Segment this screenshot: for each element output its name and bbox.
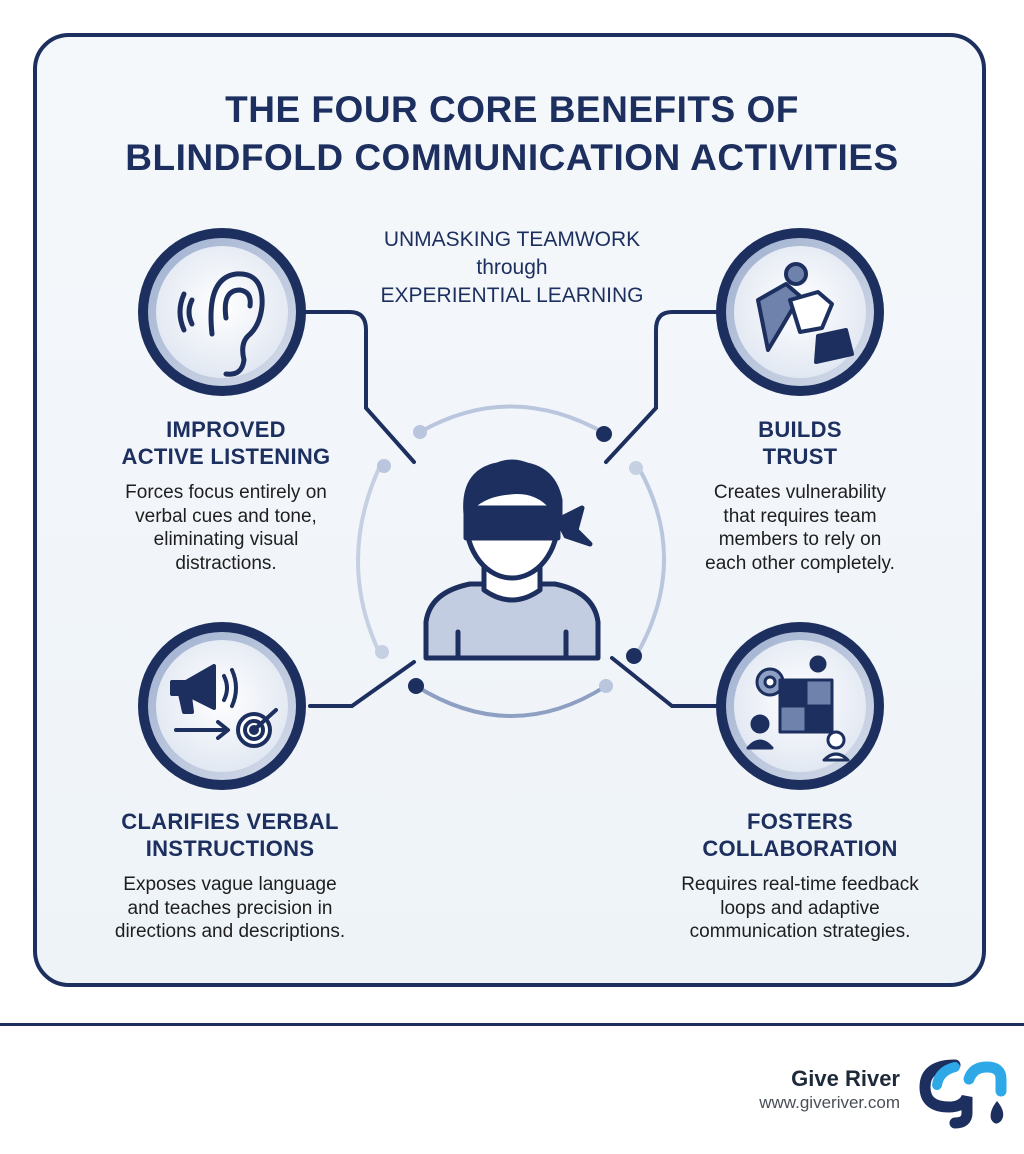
puzzle-gears-icon [746, 655, 850, 762]
subtitle-line-1: UNMASKING TEAMWORK [383, 228, 641, 251]
benefit-collaboration-description: Requires real-time feedback loops and ad… [681, 874, 919, 942]
title-line-2: BLINDFOLD COMMUNICATION ACTIVITIES [125, 137, 899, 178]
ring-arc-top [418, 404, 608, 436]
brand-url[interactable]: www.giveriver.com [759, 1093, 900, 1112]
megaphone-target-icon [170, 664, 278, 748]
center-ring [356, 404, 667, 718]
connector-listening [298, 310, 416, 464]
benefit-verbal-heading: CLARIFIES VERBAL INSTRUCTIONS [121, 809, 339, 861]
benefit-listening-heading: IMPROVED ACTIVE LISTENING [121, 417, 331, 469]
megaphone-target-icon-badge [138, 622, 306, 790]
ring-arc-right [634, 468, 667, 658]
handshake-icon [756, 262, 854, 364]
title-line-1: THE FOUR CORE BENEFITS OF [225, 89, 799, 130]
handshake-icon-badge [716, 228, 884, 396]
ring-arc-bottom [414, 684, 608, 718]
ring-nodes [375, 425, 643, 694]
ring-arc-left [356, 464, 382, 656]
benefit-verbal-description: Exposes vague language and teaches preci… [114, 874, 346, 942]
footer-divider [0, 1023, 1024, 1026]
connector-verbal [308, 660, 416, 708]
benefit-collaboration-heading: FOSTERS COLLABORATION [702, 809, 898, 861]
subtitle-line-3: EXPERIENTIAL LEARNING [380, 284, 644, 307]
subtitle-line-2: through [476, 256, 548, 279]
puzzle-gears-icon-badge [716, 622, 884, 790]
connector-collab [610, 656, 722, 708]
page-title: THE FOUR CORE BENEFITS OF BLINDFOLD COMM… [0, 86, 1024, 182]
subtitle: UNMASKING TEAMWORK through EXPERIENTIAL … [312, 226, 712, 310]
ear-icon [177, 271, 265, 377]
ear-icon-badge [138, 228, 306, 396]
connector-trust [604, 310, 722, 464]
blindfolded-person-icon [423, 459, 601, 661]
brand-name: Give River [791, 1066, 900, 1091]
benefit-listening-description: Forces focus entirely on verbal cues and… [125, 482, 327, 574]
connector-lines [298, 310, 722, 708]
benefit-trust-heading: BUILDS TRUST [758, 417, 842, 469]
benefit-trust-description: Creates vulnerability that requires team… [705, 482, 895, 574]
give-river-logo-icon[interactable] [915, 1057, 1015, 1129]
